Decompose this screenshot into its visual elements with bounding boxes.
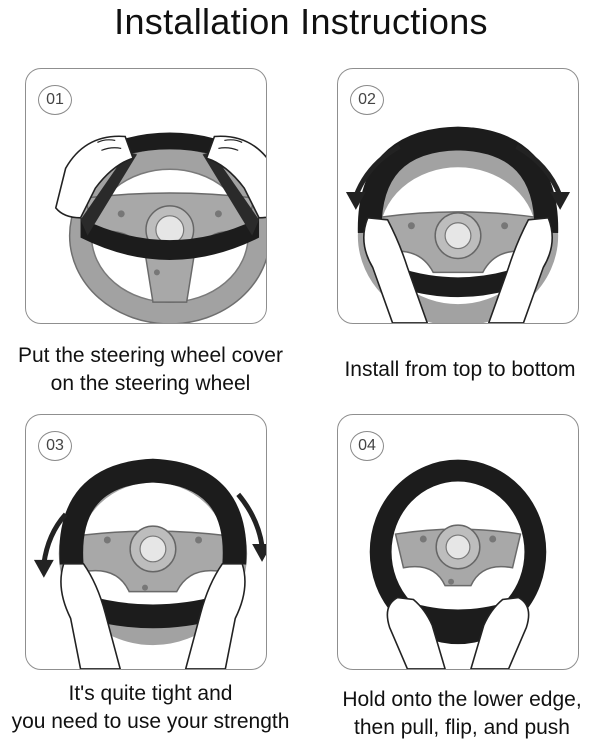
step-02-number-badge: 02 <box>350 85 384 115</box>
step-04-number-badge: 04 <box>350 431 384 461</box>
step-03-illustration <box>33 458 266 669</box>
step-03-panel: 03 <box>25 414 267 670</box>
step-03-caption-line2: you need to use your strength <box>11 710 290 733</box>
step-04-caption: Hold onto the lower edge, then pull, fli… <box>322 686 602 742</box>
step-04-panel: 04 <box>337 414 579 670</box>
step-01-caption-line1: Put the steering wheel cover <box>18 344 283 367</box>
step-01-number-badge: 01 <box>38 85 72 115</box>
step-01-caption-line2: on the steering wheel <box>50 372 251 395</box>
step-04-illustration <box>369 459 547 669</box>
step-02-caption-line1: Install from top to bottom <box>344 358 576 381</box>
step-02-panel: 02 <box>337 68 579 324</box>
step-04-caption-line1: Hold onto the lower edge, <box>342 688 582 711</box>
step-01-illustration <box>54 132 266 323</box>
step-04-caption-line2: then pull, flip, and push <box>354 716 570 739</box>
step-01-caption: Put the steering wheel cover on the stee… <box>0 342 301 398</box>
page-title: Installation Instructions <box>114 1 488 42</box>
step-01-panel: 01 <box>25 68 267 324</box>
step-03-caption: It's quite tight and you need to use you… <box>0 680 301 736</box>
step-03-number-badge: 03 <box>38 431 72 461</box>
step-02-caption: Install from top to bottom <box>322 356 598 384</box>
step-03-caption-line1: It's quite tight and <box>68 682 233 705</box>
step-02-illustration <box>345 126 571 323</box>
